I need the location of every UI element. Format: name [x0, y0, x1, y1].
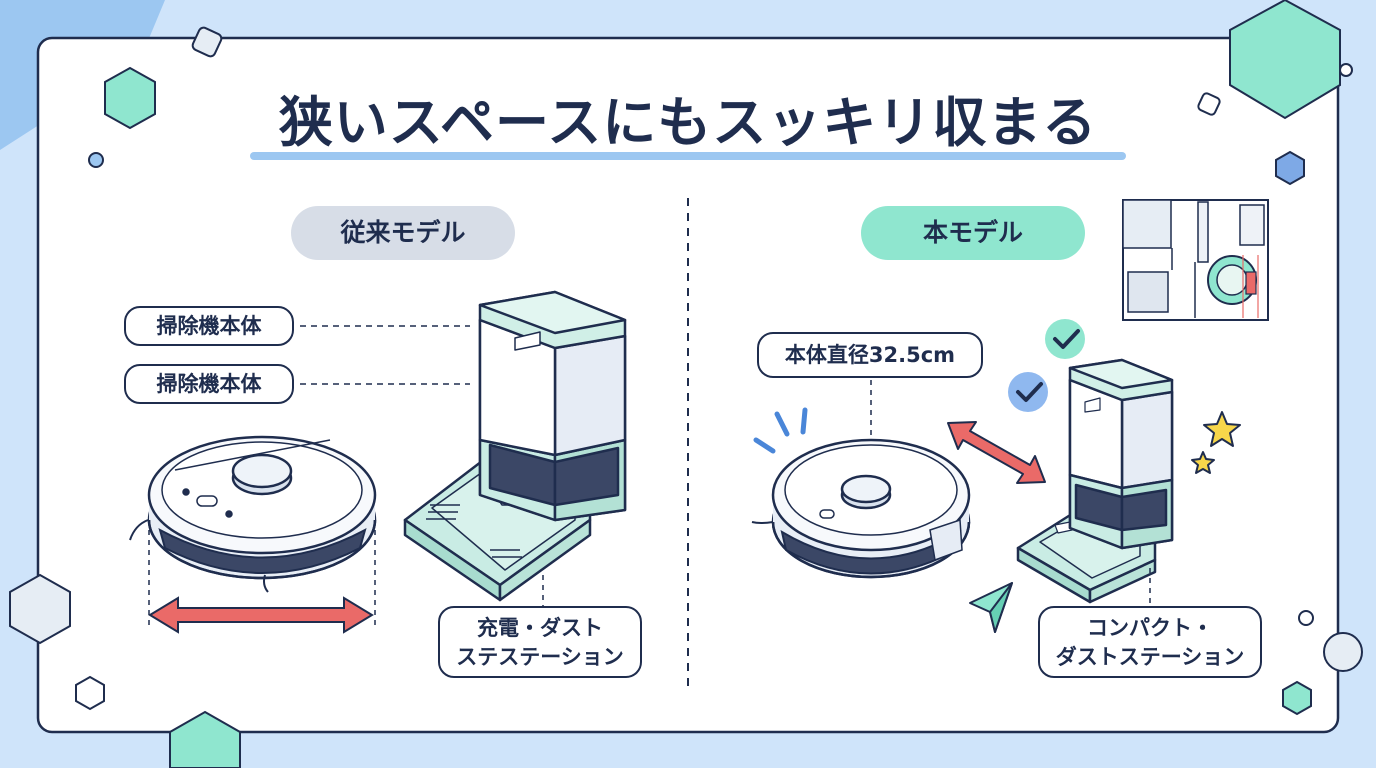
hexagon-decoration: [1282, 680, 1312, 716]
motion-burst: [753, 407, 808, 454]
this-model-heading: 本モデル: [861, 206, 1085, 260]
star-icon: [1203, 411, 1241, 447]
hexagon-decoration: [104, 66, 156, 130]
check-circle-icon: [1008, 372, 1048, 412]
label-robot-body-1: 掃除機本体: [124, 306, 294, 346]
page-title: 狭いスペースにもスッキリ収まる: [278, 91, 1098, 154]
label-body-diameter: 本体直径32.5cm: [757, 332, 983, 378]
title-underline: [250, 152, 1126, 160]
robot-vacuum-small: [751, 438, 971, 579]
floor-plan-icon: [1122, 199, 1269, 321]
check-circle-icon: [1045, 319, 1085, 359]
label-line: ダストステーション: [1055, 645, 1245, 669]
label-charging-dust-station: 充電・ダスト ステステーション: [438, 606, 642, 678]
hexagon-decoration: [1275, 150, 1305, 186]
hexagon-decoration: [75, 675, 105, 711]
conventional-model-heading: 従来モデル: [291, 206, 515, 260]
label-line: 充電・ダスト: [477, 616, 603, 640]
robot-vacuum-large: [129, 435, 377, 593]
dust-station-large: [403, 290, 627, 602]
cursor-arrow-icon: [969, 582, 1013, 633]
label-line: コンパクト・: [1087, 616, 1213, 640]
hexagon-decoration: [1229, 0, 1341, 120]
label-line: ステステーション: [456, 645, 624, 669]
distance-arrow: [947, 421, 1046, 484]
label-robot-body-2: 掃除機本体: [124, 364, 294, 404]
label-compact-dust-station: コンパクト・ ダストステーション: [1038, 606, 1262, 678]
hexagon-decoration: [169, 710, 241, 768]
hexagon-decoration: [9, 573, 71, 645]
width-arrow: [148, 596, 374, 634]
star-icon: [1191, 451, 1215, 474]
dust-station-compact: [1016, 358, 1174, 604]
